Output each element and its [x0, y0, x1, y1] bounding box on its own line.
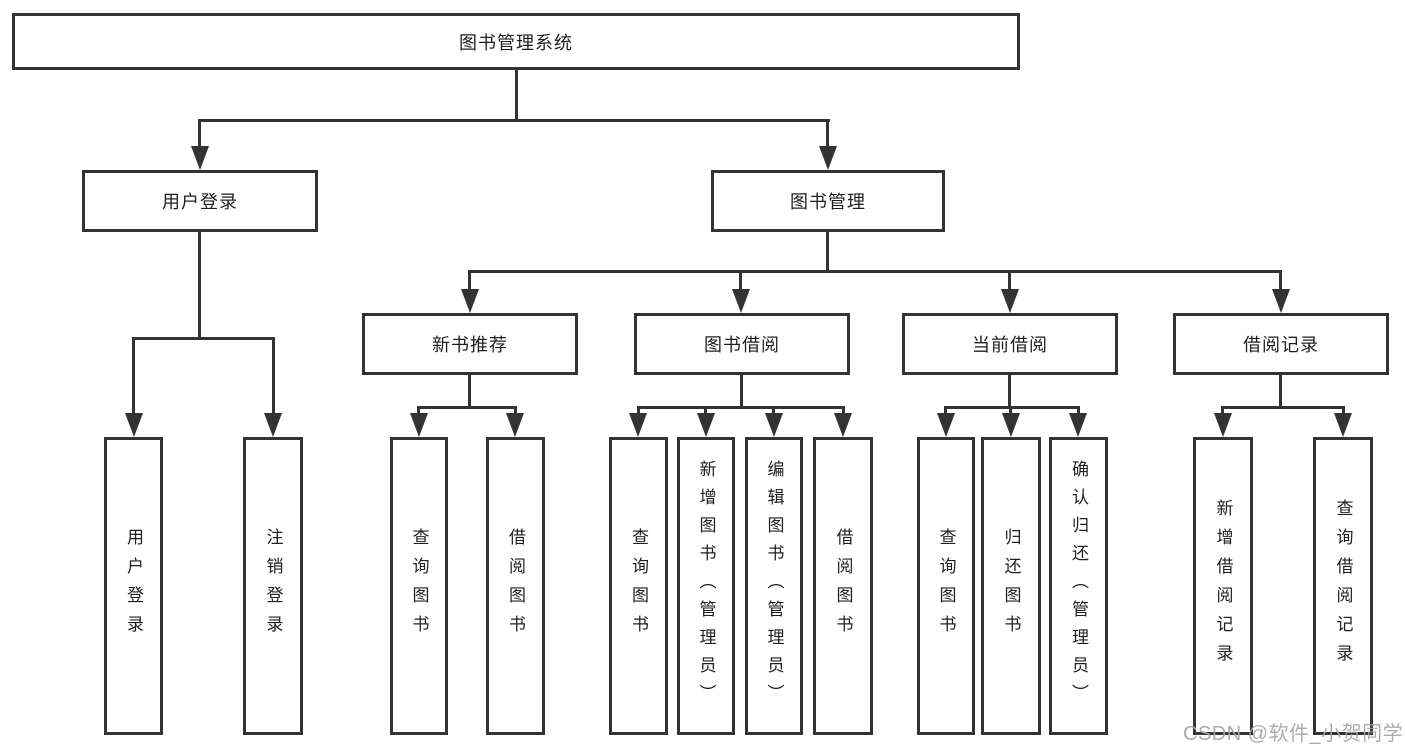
node-user-login: 用户登录 [82, 170, 318, 232]
connector-root-stem [515, 70, 518, 122]
arrow-down-icon [1334, 413, 1352, 437]
connector-drop-records [1279, 270, 1282, 291]
leaf-add-borrow-record: 新增借阅记录 [1193, 437, 1253, 735]
leaf-borrow-books: 借阅图书 [813, 437, 873, 735]
leaf-label: 查询图书 [629, 528, 648, 644]
arrow-down-icon [1069, 413, 1087, 437]
leaf-user-login: 用户登录 [104, 437, 163, 735]
arrow-down-icon [410, 413, 428, 437]
connector-drop-leaf [1009, 406, 1012, 416]
leaf-query-borrow-record: 查询借阅记录 [1313, 437, 1373, 735]
connector-drop-current [1008, 270, 1011, 291]
arrow-down-icon [506, 413, 524, 437]
arrow-down-icon [264, 413, 282, 437]
leaf-query-books-borrow: 查询图书 [609, 437, 668, 735]
connector-drop-leaf [637, 406, 640, 416]
leaf-return-books: 归还图书 [981, 437, 1041, 735]
node-book-mgmt-label: 图书管理 [790, 192, 866, 212]
connector-current-stem [1008, 375, 1011, 409]
node-book-borrow: 图书借阅 [634, 313, 850, 375]
connector-bus-current [944, 406, 1080, 409]
arrow-down-icon [191, 146, 209, 170]
leaf-query-books-recommend: 查询图书 [390, 437, 448, 735]
arrow-down-icon [819, 146, 837, 170]
leaf-label: 新增图书（管理员） [696, 460, 716, 712]
arrow-down-icon [834, 413, 852, 437]
leaf-borrow-books-recommend: 借阅图书 [486, 437, 545, 735]
arrow-down-icon [1001, 289, 1019, 313]
node-current-borrow: 当前借阅 [902, 313, 1118, 375]
connector-bus-level2 [468, 270, 1282, 273]
connector-drop-leaf [944, 406, 947, 416]
connector-bus-level1 [198, 119, 830, 122]
connector-drop-leaf [1077, 406, 1080, 416]
connector-records-stem [1279, 375, 1282, 409]
node-book-mgmt: 图书管理 [711, 170, 945, 232]
connector-drop-leaf [1221, 406, 1224, 416]
connector-drop-leaf [417, 406, 420, 416]
arrow-down-icon [765, 413, 783, 437]
arrow-down-icon [1002, 413, 1020, 437]
connector-drop-leaf [842, 406, 845, 416]
node-root: 图书管理系统 [12, 13, 1020, 70]
leaf-confirm-return-admin: 确认归还（管理员） [1049, 437, 1108, 735]
leaf-label: 查询图书 [936, 528, 956, 644]
connector-recommend-stem [468, 375, 471, 409]
connector-drop-recommend [468, 270, 471, 291]
leaf-edit-books-admin: 编辑图书（管理员） [745, 437, 803, 735]
connector-drop-user-login [198, 119, 201, 148]
connector-drop-book-mgmt [826, 119, 829, 148]
connector-bus-user-login [132, 337, 275, 340]
connector-bus-recommend [417, 406, 517, 409]
connector-bus-borrow [637, 406, 845, 409]
node-new-book-recommend: 新书推荐 [362, 313, 578, 375]
node-current-borrow-label: 当前借阅 [972, 335, 1048, 355]
leaf-logout: 注销登录 [243, 437, 303, 735]
node-user-login-label: 用户登录 [162, 192, 238, 212]
node-root-label: 图书管理系统 [459, 32, 573, 53]
arrow-down-icon [697, 413, 715, 437]
leaf-label: 归还图书 [1001, 528, 1021, 644]
connector-drop-leaf [272, 337, 275, 415]
arrow-down-icon [125, 413, 143, 437]
connector-user-login-stem [198, 232, 201, 339]
leaf-query-books-current: 查询图书 [917, 437, 975, 735]
node-borrow-records-label: 借阅记录 [1243, 335, 1319, 355]
leaf-label: 新增借阅记录 [1213, 499, 1233, 673]
leaf-label: 借阅图书 [833, 528, 853, 644]
arrow-down-icon [461, 289, 479, 313]
leaf-label: 查询借阅记录 [1333, 499, 1353, 673]
csdn-watermark: CSDN @软件_小贺同学 [1183, 723, 1404, 745]
leaf-label: 用户登录 [124, 528, 143, 644]
leaf-label: 确认归还（管理员） [1069, 460, 1088, 712]
node-new-book-recommend-label: 新书推荐 [432, 335, 508, 355]
arrow-down-icon [1272, 289, 1290, 313]
arrow-down-icon [629, 413, 647, 437]
connector-drop-leaf [132, 337, 135, 415]
node-book-borrow-label: 图书借阅 [704, 335, 780, 355]
connector-book-mgmt-stem [826, 232, 829, 273]
arrow-down-icon [1214, 413, 1232, 437]
connector-drop-borrow [739, 270, 742, 291]
node-borrow-records: 借阅记录 [1173, 313, 1389, 375]
leaf-label: 查询图书 [409, 528, 429, 644]
connector-drop-leaf [1342, 406, 1345, 416]
arrow-down-icon [732, 289, 750, 313]
connector-drop-leaf [514, 406, 517, 416]
leaf-label: 借阅图书 [506, 528, 525, 644]
leaf-add-books-admin: 新增图书（管理员） [677, 437, 735, 735]
connector-bus-records [1221, 406, 1345, 409]
leaf-label: 注销登录 [263, 528, 283, 644]
leaf-label: 编辑图书（管理员） [764, 460, 784, 712]
arrow-down-icon [937, 413, 955, 437]
connector-drop-leaf [704, 406, 707, 416]
connector-borrow-stem [740, 375, 743, 409]
connector-drop-leaf [772, 406, 775, 416]
